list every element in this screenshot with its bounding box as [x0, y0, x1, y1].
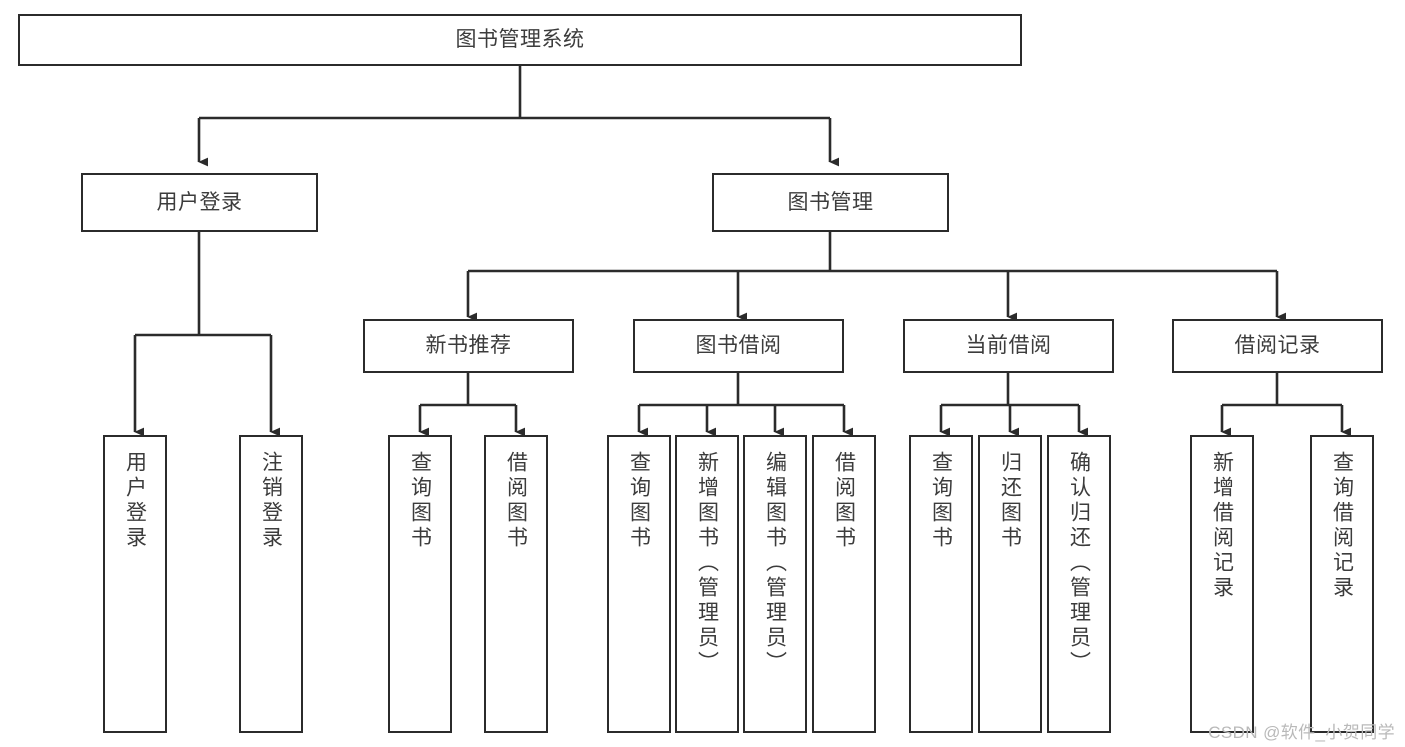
node-leaf-query-book-recommend-label: 查询图书	[408, 451, 432, 551]
node-leaf-borrow-book[interactable]: 借阅图书	[812, 435, 876, 733]
node-leaf-query-book-current-label: 查询图书	[929, 451, 953, 551]
node-leaf-borrow-book-label: 借阅图书	[832, 451, 856, 551]
node-user-login[interactable]: 用户登录	[81, 173, 318, 232]
node-leaf-add-book[interactable]: 新增图书（管理员）	[675, 435, 739, 733]
node-new-book-recommend-label: 新书推荐	[425, 334, 512, 358]
node-current-borrow-label: 当前借阅	[965, 334, 1052, 358]
node-leaf-confirm-return[interactable]: 确认归还（管理员）	[1047, 435, 1111, 733]
node-new-book-recommend[interactable]: 新书推荐	[363, 319, 574, 373]
node-leaf-query-book-borrow-label: 查询图书	[627, 451, 651, 551]
node-leaf-query-book-current[interactable]: 查询图书	[909, 435, 973, 733]
node-borrow-record[interactable]: 借阅记录	[1172, 319, 1383, 373]
node-leaf-user-login[interactable]: 用户登录	[103, 435, 167, 733]
node-borrow-record-label: 借阅记录	[1234, 334, 1321, 358]
node-user-login-label: 用户登录	[156, 190, 243, 214]
node-leaf-add-borrow-record-label: 新增借阅记录	[1210, 451, 1234, 601]
node-leaf-add-book-label: 新增图书（管理员）	[695, 451, 719, 676]
node-root[interactable]: 图书管理系统	[18, 14, 1022, 66]
node-leaf-query-book-recommend[interactable]: 查询图书	[388, 435, 452, 733]
node-leaf-query-borrow-record-label: 查询借阅记录	[1330, 451, 1354, 601]
node-leaf-edit-book[interactable]: 编辑图书（管理员）	[743, 435, 807, 733]
node-leaf-query-book-borrow[interactable]: 查询图书	[607, 435, 671, 733]
node-book-manage[interactable]: 图书管理	[712, 173, 949, 232]
node-leaf-query-borrow-record[interactable]: 查询借阅记录	[1310, 435, 1374, 733]
node-leaf-borrow-book-recommend-label: 借阅图书	[504, 451, 528, 551]
node-leaf-return-book-label: 归还图书	[998, 451, 1022, 551]
node-book-borrow[interactable]: 图书借阅	[633, 319, 844, 373]
watermark-text: CSDN @软件_小贺同学	[1208, 723, 1395, 742]
node-leaf-logout[interactable]: 注销登录	[239, 435, 303, 733]
node-leaf-user-login-label: 用户登录	[123, 451, 147, 551]
node-leaf-edit-book-label: 编辑图书（管理员）	[763, 451, 787, 676]
node-leaf-borrow-book-recommend[interactable]: 借阅图书	[484, 435, 548, 733]
node-root-label: 图书管理系统	[455, 28, 585, 52]
node-current-borrow[interactable]: 当前借阅	[903, 319, 1114, 373]
node-leaf-add-borrow-record[interactable]: 新增借阅记录	[1190, 435, 1254, 733]
node-book-borrow-label: 图书借阅	[695, 334, 782, 358]
node-book-manage-label: 图书管理	[787, 190, 874, 214]
node-leaf-logout-label: 注销登录	[259, 451, 283, 551]
node-leaf-return-book[interactable]: 归还图书	[978, 435, 1042, 733]
node-leaf-confirm-return-label: 确认归还（管理员）	[1067, 451, 1091, 676]
